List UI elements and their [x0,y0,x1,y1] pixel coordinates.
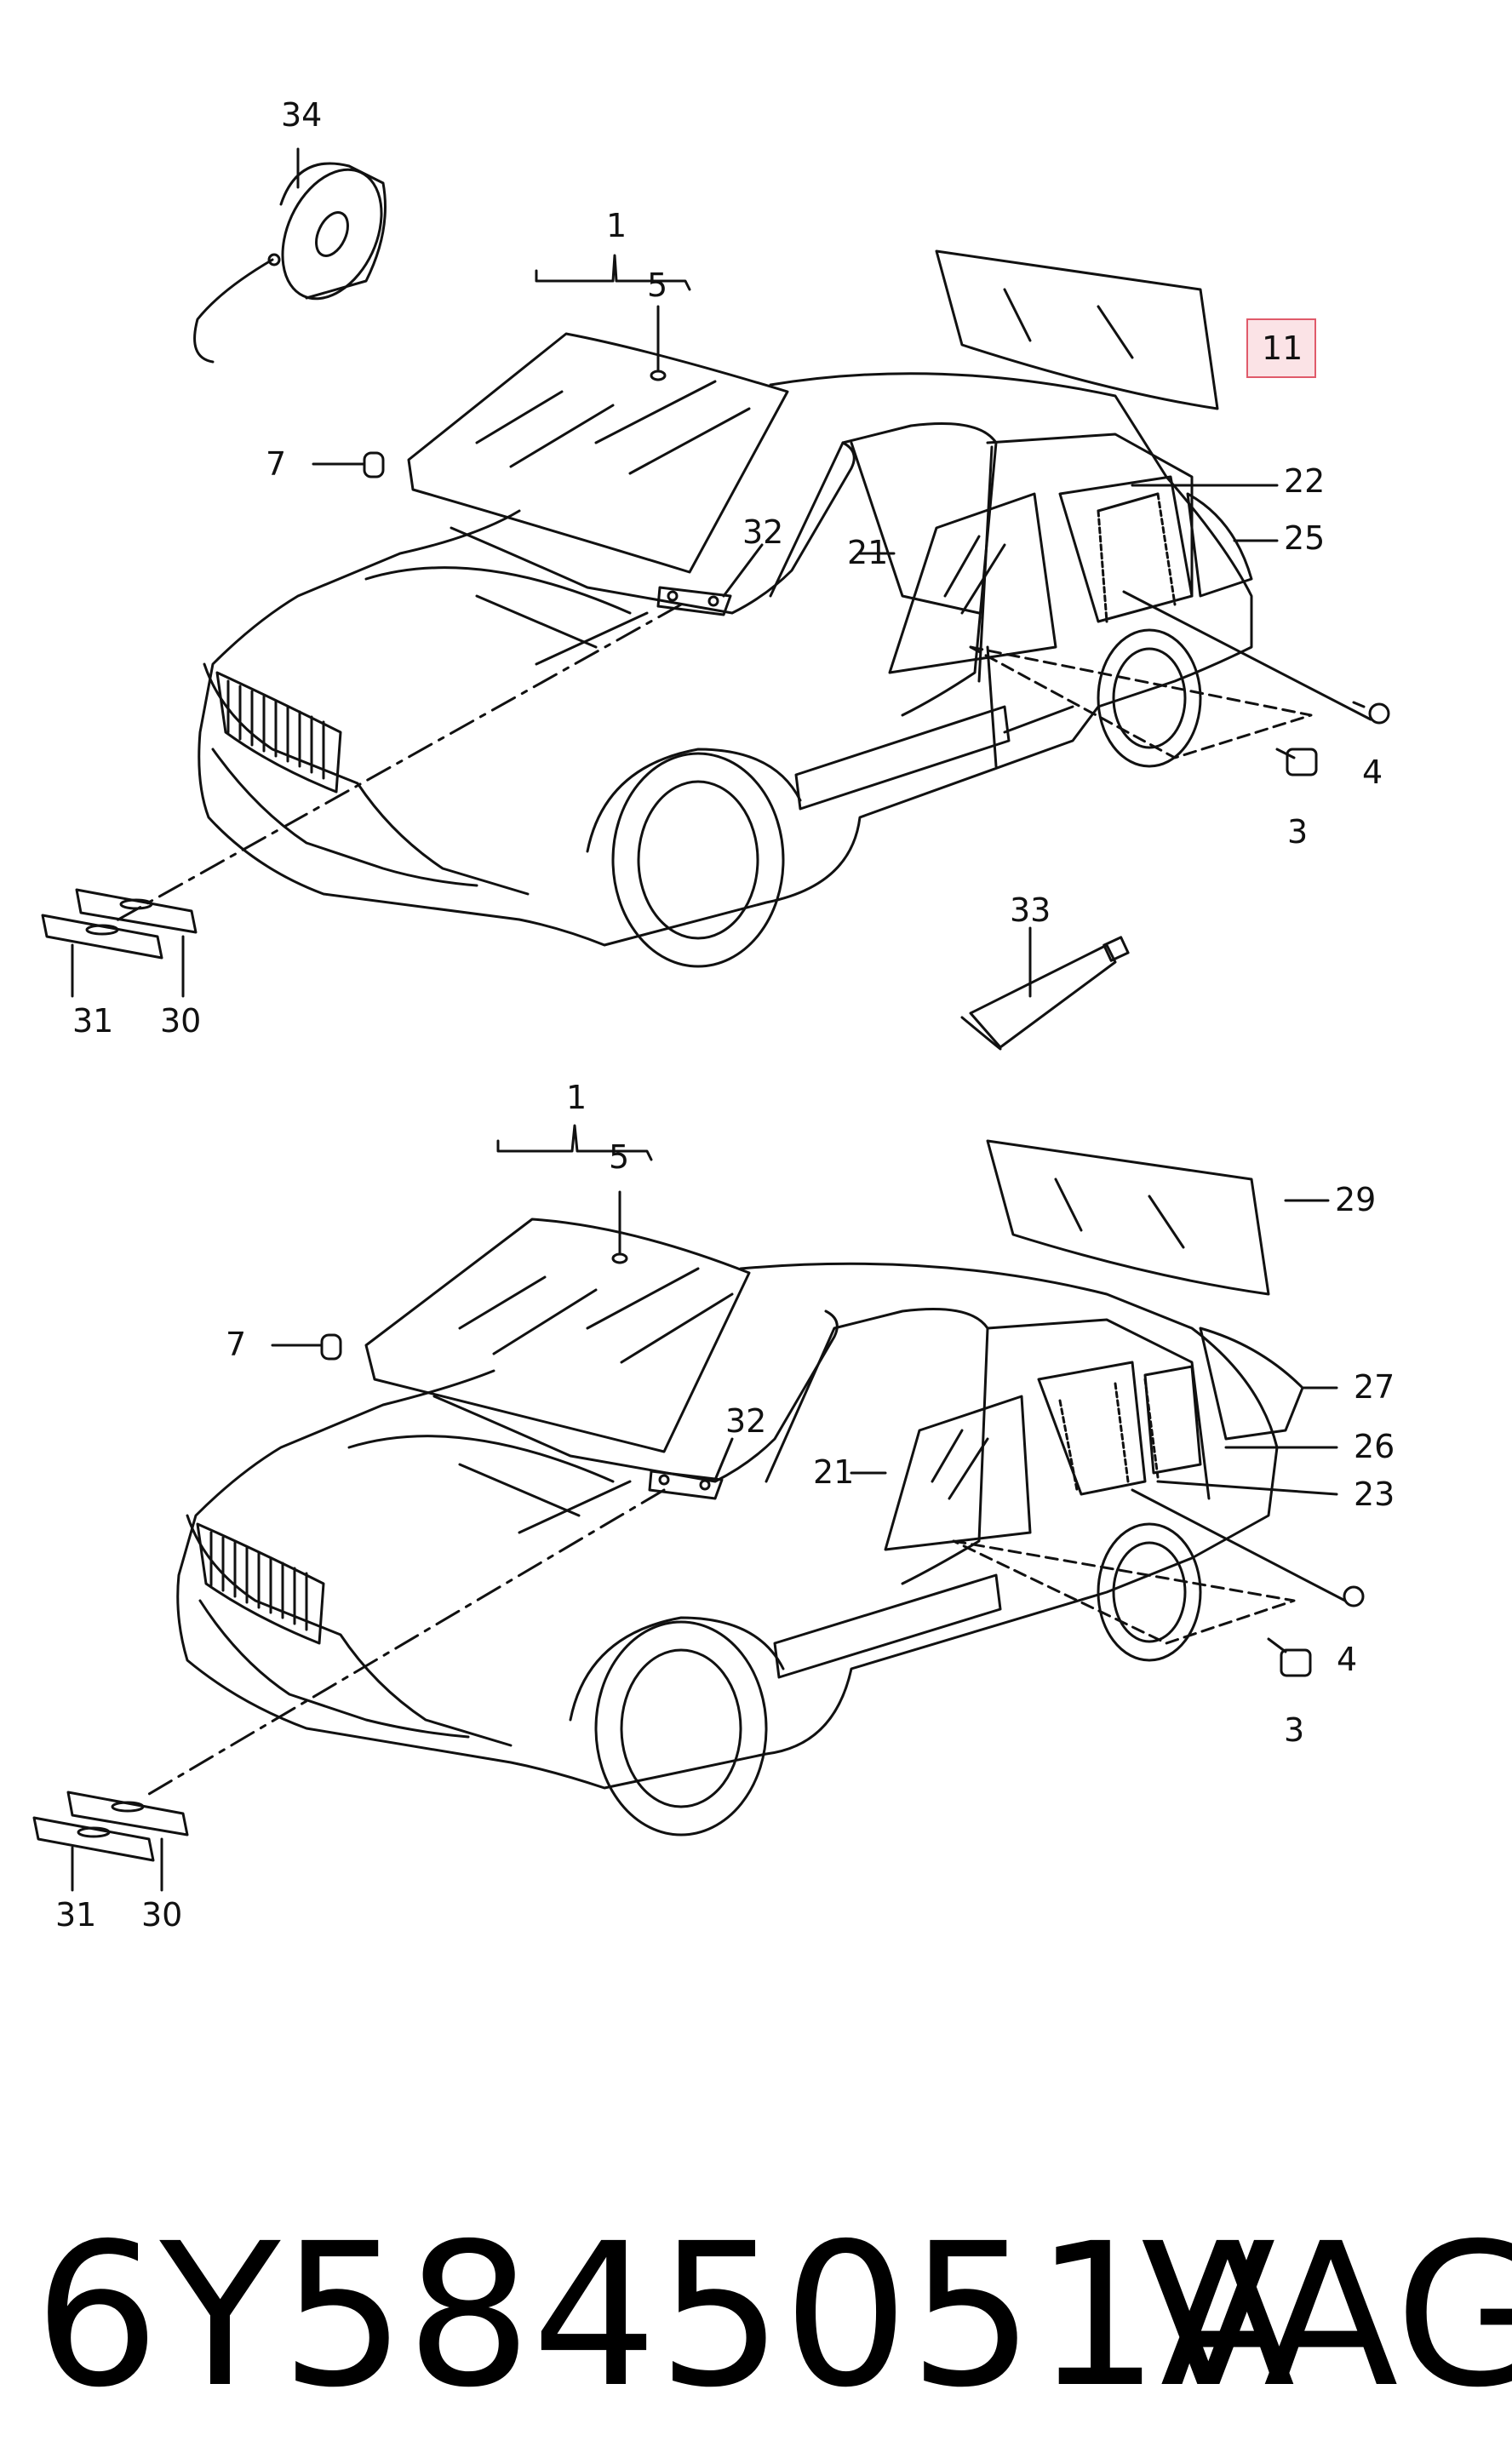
bottom-callouts: 1 5 29 7 27 32 26 21 23 4 3 31 30 [55,1079,1395,1934]
callout-30: 30 [141,1896,182,1934]
highlight-box [1246,318,1316,378]
callout-33: 33 [1010,891,1051,929]
washer-nozzle-part [312,451,385,478]
top-callouts: 34 1 5 7 11 22 32 21 25 4 3 33 31 30 [72,96,1383,1040]
grille [215,671,342,794]
callout-27: 27 [1354,1368,1395,1406]
callout-34: 34 [281,96,322,134]
callout-21: 21 [813,1453,854,1491]
callout-7: 7 [226,1326,246,1363]
callout-32: 32 [742,513,783,551]
callout-32: 32 [725,1402,766,1440]
nut-part [1275,748,1318,776]
windscreen-glass [407,332,789,574]
tape-roll-part [193,162,387,364]
callout-4: 4 [1362,754,1383,791]
rear-window-glass [935,249,1219,410]
rear-door-glass-seal [1058,475,1194,623]
callout-25: 25 [1284,519,1325,557]
quarter-glass [1186,492,1253,598]
adhesive-tube-part [960,926,1130,1051]
callout-3: 3 [1284,1711,1304,1749]
callout-3: 3 [1287,813,1308,851]
callout-11[interactable]: 11 [1262,329,1303,367]
part-number: 6Y5845051A [34,2201,1296,2431]
bolt-part [1352,701,1390,725]
callout-22: 22 [1284,462,1325,500]
callout-5: 5 [647,266,667,304]
callout-5: 5 [609,1138,629,1176]
callout-23: 23 [1354,1476,1395,1513]
top-car-illustration [41,147,1390,1051]
callout-31: 31 [72,1002,113,1040]
bottom-car-illustration [32,1124,1365,1892]
callout-29: 29 [1335,1181,1376,1218]
callout-31: 31 [55,1896,96,1934]
trim-clips-top [41,888,198,998]
part-number-caption: 6Y5845051A VAG [34,2201,1512,2431]
mirror-base [656,586,732,616]
front-door-glass [888,492,1057,674]
callout-26: 26 [1354,1428,1395,1465]
callout-4: 4 [1337,1641,1357,1678]
callout-30: 30 [160,1002,201,1040]
callout-1: 1 [606,207,627,244]
callout-1: 1 [566,1079,587,1116]
callout-7: 7 [266,445,286,483]
callout-21: 21 [847,534,888,571]
brand-name: VAG [1141,2201,1512,2431]
